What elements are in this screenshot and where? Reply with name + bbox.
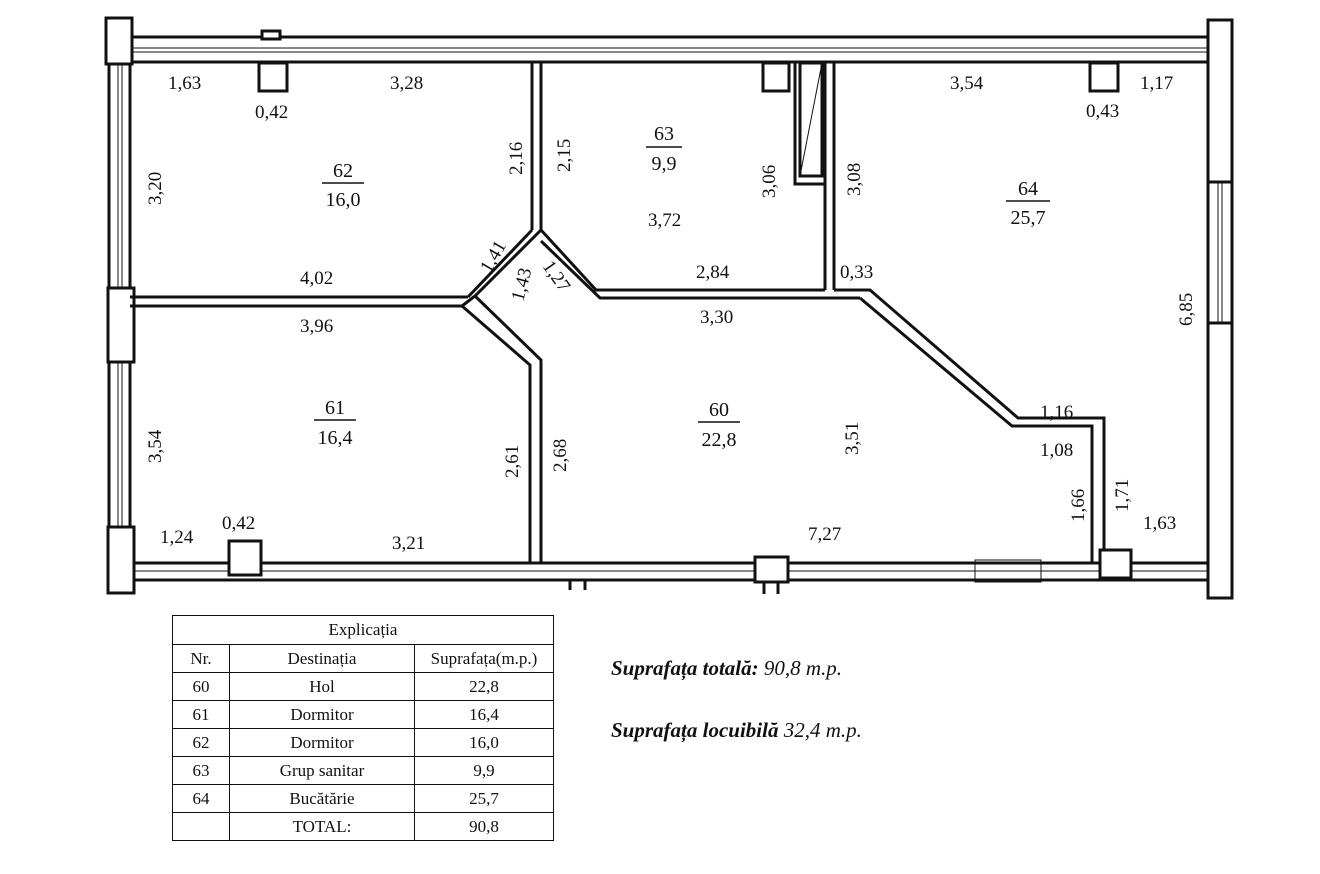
cell-nr: 64 [172,784,230,813]
table-row: 63 Grup sanitar 9,9 [172,756,554,785]
shafts [227,61,1133,594]
room-label-62: 62 16,0 [322,160,364,211]
dim-label: 3,54 [145,429,166,463]
dim-label: 3,20 [145,172,166,205]
dim-label: 1,24 [160,527,194,548]
cell-destination: Hol [229,672,415,701]
dim-label: 2,68 [550,439,571,472]
total-area-label: Suprafața totală: [611,656,759,680]
dim-label: 3,21 [392,533,425,554]
svg-text:9,9: 9,9 [652,153,677,175]
dim-label: 0,33 [840,262,873,283]
dim-label: 1,71 [1112,479,1133,512]
total-area-value: 90,8 m.p. [763,656,843,680]
svg-text:63: 63 [654,123,674,145]
table-row: 62 Dormitor 16,0 [172,728,554,757]
cell-destination: Bucătărie [229,784,415,813]
svg-text:60: 60 [709,399,729,421]
room-label-63: 63 9,9 [646,123,682,175]
legend-header-row: Nr. Destinația Suprafața(m.p.) [172,644,554,673]
cell-destination: Dormitor [229,700,415,729]
floor-plan: 1,63 0,42 3,28 3,20 2,16 2,15 3,06 3,72 … [104,16,1234,600]
dim-label: 3,96 [300,316,333,337]
cell-nr: 61 [172,700,230,729]
table-total-row: TOTAL: 90,8 [172,812,554,841]
dim-label: 1,63 [168,73,201,94]
cell-nr: 62 [172,728,230,757]
svg-text:25,7: 25,7 [1011,207,1046,229]
dim-label: 3,28 [390,73,423,94]
cell-nr: 63 [172,756,230,785]
dim-label: 1,27 [538,257,574,296]
svg-text:61: 61 [325,397,345,419]
table-row: 64 Bucătărie 25,7 [172,784,554,813]
dim-label: 1,66 [1068,489,1089,522]
dim-label: 0,42 [222,513,255,534]
dim-label: 6,85 [1176,293,1197,326]
cell-destination: Dormitor [229,728,415,757]
header-nr: Nr. [172,644,230,673]
table-row: 61 Dormitor 16,4 [172,700,554,729]
room-label-64: 64 25,7 [1006,178,1050,229]
legend-caption: Explicația [172,615,554,645]
table-row: 60 Hol 22,8 [172,672,554,701]
total-area-summary: Suprafața totală: 90,8 m.p. [611,656,842,681]
dim-label: 3,72 [648,210,681,231]
dim-label: 1,08 [1040,440,1073,461]
dim-label: 1,43 [508,266,537,304]
cell-destination: Grup sanitar [229,756,415,785]
room-label-60: 60 22,8 [698,399,740,451]
dim-label: 1,17 [1140,73,1173,94]
dim-label: 3,54 [950,73,984,94]
room-label-61: 61 16,4 [314,397,356,449]
svg-text:22,8: 22,8 [702,429,737,451]
dim-label: 1,63 [1143,513,1176,534]
dim-label: 3,08 [844,163,865,196]
header-destination: Destinația [229,644,415,673]
dim-label: 2,61 [502,445,523,478]
cell-area: 16,4 [414,700,554,729]
legend-table: Explicația Nr. Destinația Suprafața(m.p.… [172,615,554,841]
living-area-value: 32,4 m.p. [783,718,862,742]
dim-label: 3,51 [842,422,863,455]
living-area-label: Suprafața locuibilă [611,718,779,742]
cell-nr [172,812,230,841]
svg-text:64: 64 [1018,178,1038,200]
dim-label: 2,15 [554,139,575,172]
svg-text:62: 62 [333,160,353,182]
dim-label: 3,30 [700,307,733,328]
dim-label: 7,27 [808,524,841,545]
cell-area: 22,8 [414,672,554,701]
cell-area: 16,0 [414,728,554,757]
svg-text:16,4: 16,4 [318,427,353,449]
cell-area: 25,7 [414,784,554,813]
wall-piers [104,16,1234,600]
dim-label: 2,84 [696,262,730,283]
dim-label: 2,16 [506,142,527,175]
living-area-summary: Suprafața locuibilă 32,4 m.p. [611,718,862,743]
svg-text:16,0: 16,0 [326,189,361,211]
interior-walls [130,62,1106,563]
header-area: Suprafața(m.p.) [414,644,554,673]
dim-label: 0,43 [1086,101,1119,122]
dim-label: 1,16 [1040,402,1073,423]
dim-label: 3,06 [759,165,780,198]
cell-area: 90,8 [414,812,554,841]
cell-area: 9,9 [414,756,554,785]
cell-destination: TOTAL: [229,812,415,841]
dim-label: 4,02 [300,268,333,289]
dim-label: 0,42 [255,102,288,123]
cell-nr: 60 [172,672,230,701]
